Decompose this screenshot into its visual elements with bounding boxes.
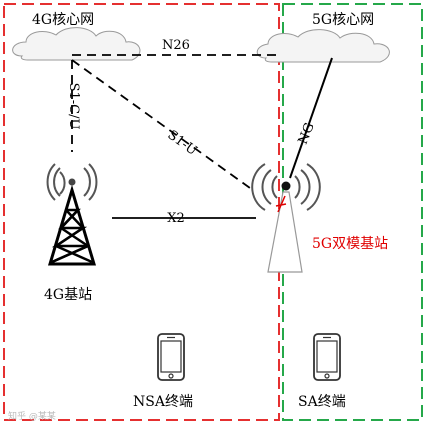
- sa-phone-icon: [313, 333, 341, 381]
- nsa-terminal-label: NSA终端: [133, 394, 193, 410]
- sa-region-border: [282, 3, 423, 421]
- bs-4g-label: 4G基站: [44, 286, 92, 303]
- core-5g-label: 5G核心网: [312, 12, 374, 28]
- bs-4g-tower-icon: [46, 163, 98, 266]
- nsa-phone-icon: [157, 333, 185, 381]
- core-4g-cloud: [12, 27, 141, 61]
- s1-u-link: [71, 59, 251, 189]
- ng-link: [289, 57, 333, 179]
- bs-5g-dual-tower-icon: [251, 163, 321, 273]
- s1-cu-label: S1-C/U: [66, 83, 81, 130]
- ng-label: NG: [296, 121, 318, 147]
- bs-5g-label: 5G双模基站: [312, 235, 388, 252]
- core-4g-label: 4G核心网: [32, 12, 94, 28]
- nsa-region-border: [3, 3, 280, 421]
- x2-label: X2: [167, 211, 185, 226]
- sa-terminal-label: SA终端: [298, 394, 346, 410]
- core-5g-cloud: [256, 29, 390, 63]
- n26-label: N26: [162, 38, 190, 53]
- watermark: 知乎 @某某: [8, 410, 56, 422]
- s1-u-label: S1-U: [164, 128, 199, 159]
